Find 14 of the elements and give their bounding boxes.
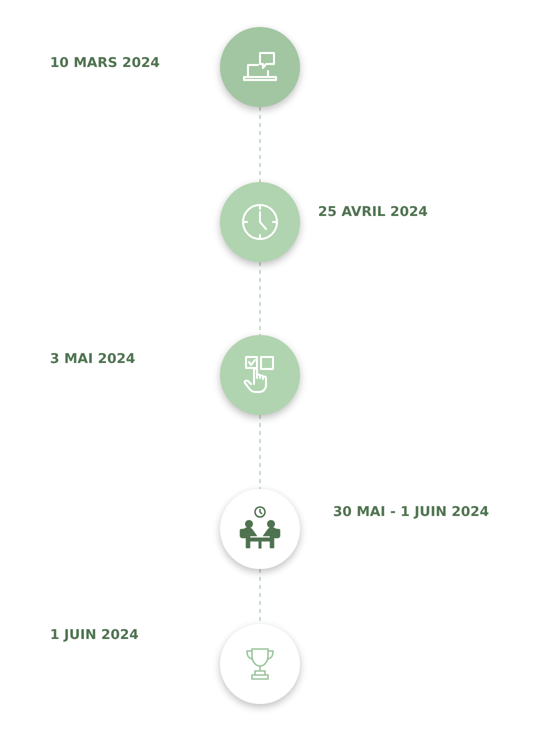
- milestone-circle: [220, 27, 300, 107]
- date-label: 30 MAI - 1 JUIN 2024: [333, 504, 490, 520]
- date-label: 3 MAI 2024: [50, 351, 136, 367]
- date-label: 1 JUIN 2024: [50, 627, 139, 643]
- dashed-connector: [259, 107, 261, 182]
- milestone-circle: [220, 624, 300, 704]
- milestone-circle: [220, 335, 300, 415]
- dashed-connector: [259, 262, 261, 335]
- dashed-connector: [259, 569, 261, 624]
- date-label: 25 AVRIL 2024: [318, 204, 428, 220]
- date-label: 10 MARS 2024: [50, 55, 160, 71]
- milestone-circle: [220, 182, 300, 262]
- dashed-connector: [259, 415, 261, 489]
- milestone-circle: [220, 489, 300, 569]
